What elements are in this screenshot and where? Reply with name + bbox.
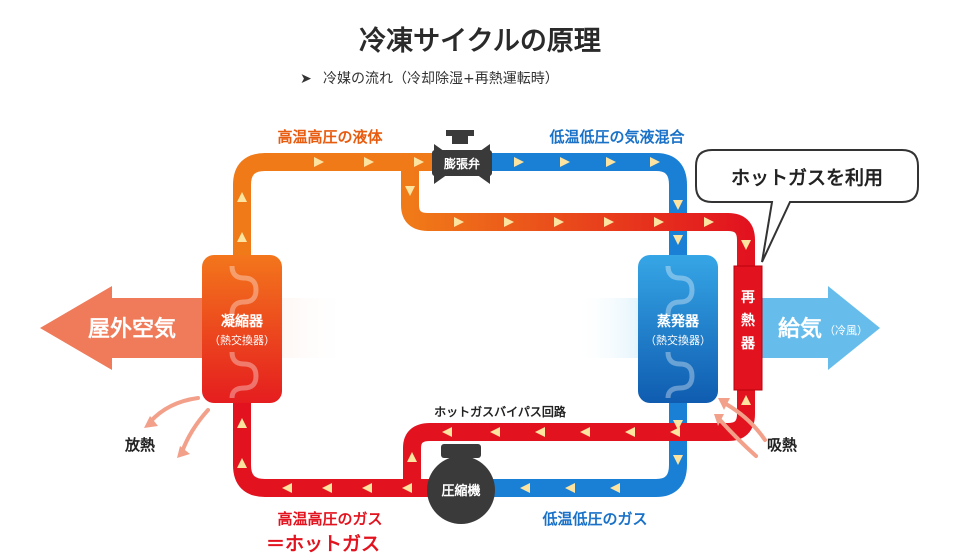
flow-arrows xyxy=(237,157,751,493)
pipe-low-pressure-gas xyxy=(476,386,687,497)
page-title: 冷凍サイクルの原理 xyxy=(359,26,601,57)
pipe-high-pressure-liquid xyxy=(233,153,449,271)
expansion-valve-label: 膨張弁 xyxy=(443,156,480,171)
heat-release-arrows xyxy=(148,396,210,454)
supply-air-sublabel: （冷風） xyxy=(824,324,868,337)
flow-middle-loop xyxy=(405,186,751,250)
supply-air-label: 給気 xyxy=(778,316,822,342)
flow-bottom-right xyxy=(520,420,683,493)
reheater: 再 熱 器 xyxy=(733,265,763,391)
outdoor-air-label: 屋外空気 xyxy=(88,316,176,342)
subtitle-arrow-icon: ➤ xyxy=(300,71,312,87)
expansion-valve: 膨張弁 xyxy=(432,130,492,184)
evaporator: 蒸発器 （熱交換器） xyxy=(638,255,718,403)
evaporator-sublabel: （熱交換器） xyxy=(645,333,711,347)
label-bypass-circuit: ホットガスバイパス回路 xyxy=(434,404,567,419)
reheater-label-1: 再 xyxy=(741,290,755,306)
label-high-pressure-liquid: 高温高圧の液体 xyxy=(277,128,383,146)
condenser-label: 凝縮器 xyxy=(221,313,264,330)
pipe-reheat-line xyxy=(401,153,755,277)
flow-bottom-left xyxy=(237,418,412,493)
outdoor-air-arrow xyxy=(40,286,352,370)
callout-text: ホットガスを利用 xyxy=(731,167,883,189)
heat-absorb-arrows xyxy=(718,402,767,458)
label-low-pressure-gas: 低温低圧のガス xyxy=(541,510,647,528)
flow-bypass xyxy=(407,395,751,462)
pipe-hot-gas-bypass xyxy=(403,373,755,497)
pipe-low-pressure-mix xyxy=(476,153,687,271)
reheater-label-2: 熱 xyxy=(741,312,755,329)
compressor-label: 圧縮機 xyxy=(441,483,480,499)
subtitle: 冷媒の流れ（冷却除湿+再熱運転時） xyxy=(323,71,559,87)
flow-top-left xyxy=(237,157,424,242)
evaporator-label: 蒸発器 xyxy=(657,313,700,330)
compressor: 圧縮機 xyxy=(427,444,495,524)
heat-release-label: 放熱 xyxy=(124,436,155,454)
reheater-label-3: 器 xyxy=(740,336,756,352)
callout-hot-gas: ホットガスを利用 xyxy=(695,149,919,263)
flow-top-right xyxy=(514,157,683,245)
condenser: 凝縮器 （熱交換器） xyxy=(202,255,282,403)
label-high-pressure-gas: 高温高圧のガス xyxy=(277,510,382,528)
heat-absorb-label: 吸熱 xyxy=(767,436,797,454)
label-hot-gas: ＝ホットガス xyxy=(266,533,380,555)
label-low-pressure-mix: 低温低圧の気液混合 xyxy=(548,128,685,146)
condenser-sublabel: （熱交換器） xyxy=(209,333,275,347)
supply-air-arrow xyxy=(575,286,880,370)
